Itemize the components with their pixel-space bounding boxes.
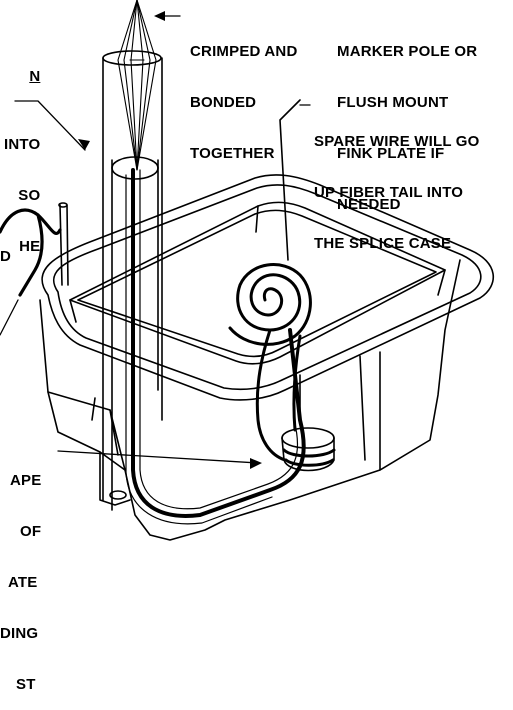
left-bottom-label: APE OF ATE DING ST xyxy=(0,438,41,710)
left-bottom-line-5: ST xyxy=(16,676,36,693)
marker-line-1: MARKER POLE OR xyxy=(337,43,478,60)
left-top-line-4: HE xyxy=(19,238,41,255)
left-bottom-line-1: APE xyxy=(10,472,42,489)
spare-wire-coil xyxy=(228,263,312,462)
crimped-line-3: TOGETHER xyxy=(190,145,275,162)
crimped-bonded-label: CRIMPED AND BONDED TOGETHER xyxy=(190,9,297,179)
splice-case xyxy=(281,427,336,472)
left-top-line-3: SO xyxy=(18,187,41,204)
handhole-box xyxy=(39,174,495,541)
spare-line-3: THE SPLICE CASE xyxy=(314,235,452,252)
left-mid-line-1: D xyxy=(0,248,12,265)
left-mid-label: D xyxy=(0,214,11,282)
marker-pole-label: MARKER POLE OR FLUSH MOUNT FINK PLATE IF… xyxy=(337,9,477,230)
spare-wire-lead xyxy=(279,99,301,261)
leader-arrows xyxy=(78,11,262,469)
crimped-line-2: BONDED xyxy=(190,94,257,111)
crimped-line-1: CRIMPED AND xyxy=(190,43,298,60)
spare-line-1: SPARE WIRE WILL GO xyxy=(314,133,480,150)
left-bottom-line-3: ATE xyxy=(8,574,38,591)
marker-line-4: NEEDED xyxy=(337,196,401,213)
left-top-label: N INTO SO HE xyxy=(4,34,40,272)
marker-pole xyxy=(58,202,69,286)
crimped-wire-bundle xyxy=(117,0,157,171)
left-bottom-line-2: OF xyxy=(20,523,42,540)
spare-line-2: UP FIBER TAIL INTO xyxy=(314,184,464,201)
left-top-line-2: INTO xyxy=(4,136,41,153)
spare-wire-label: SPARE WIRE WILL GO UP FIBER TAIL INTO TH… xyxy=(314,99,480,269)
handhole-diagram xyxy=(0,0,495,541)
marker-line-2: FLUSH MOUNT xyxy=(337,94,449,111)
marker-line-3: FINK PLATE IF xyxy=(337,145,445,162)
ground-wire xyxy=(0,208,62,297)
left-top-line-1: N xyxy=(29,68,41,85)
left-bottom-line-4: DING xyxy=(0,625,39,642)
